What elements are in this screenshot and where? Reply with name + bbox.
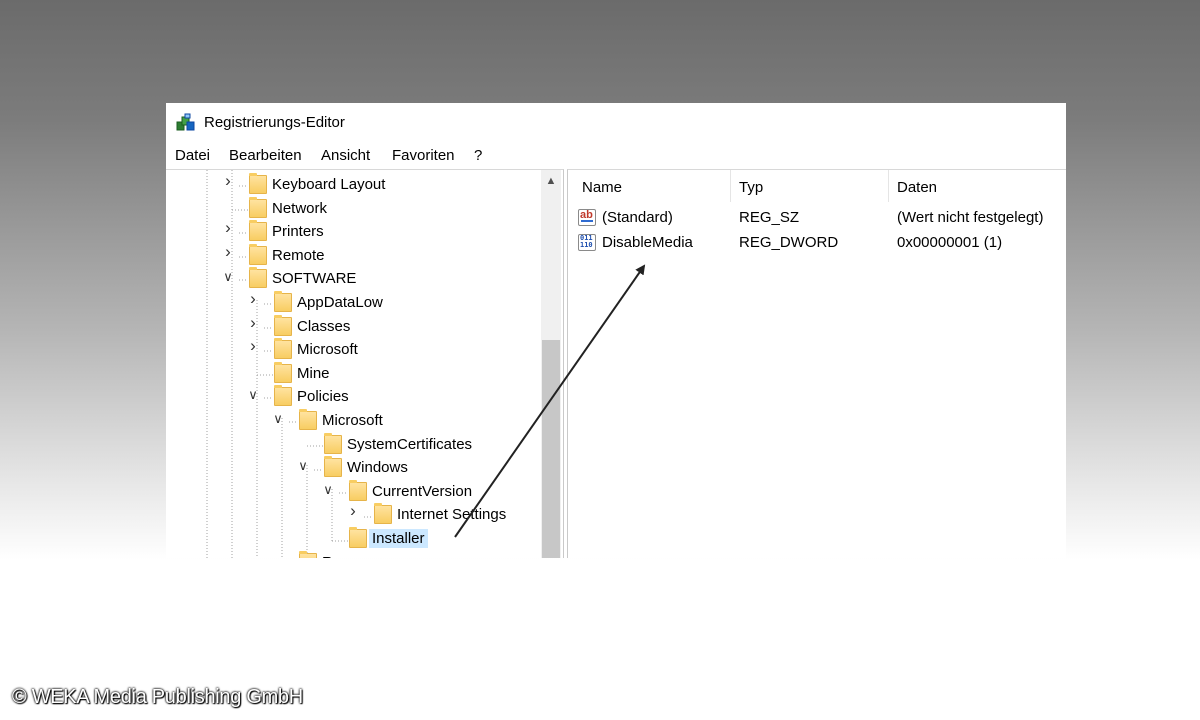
tree-node-label[interactable]: Policies (297, 388, 349, 406)
tree-node-label[interactable]: Keyboard Layout (272, 176, 386, 193)
tree-connector-lines (206, 170, 373, 558)
tree-node-label[interactable]: Internet Settings (397, 506, 507, 524)
chevron-right-icon[interactable]: › (250, 336, 256, 356)
tree-node-label[interactable]: Microsoft (322, 412, 383, 429)
tree-node[interactable]: › Remote (166, 241, 536, 267)
regedit-icon (176, 113, 195, 131)
tree-node-label[interactable]: Installer (369, 529, 428, 548)
copyright-watermark: © WEKA Media Publishing GmbH (12, 686, 303, 708)
tree-node[interactable]: Network (166, 196, 536, 220)
folder-icon (249, 196, 267, 218)
window-title: Registrierungs-Editor (204, 114, 345, 131)
chevron-right-icon[interactable]: › (350, 501, 356, 521)
chevron-down-icon[interactable]: ∨ (298, 458, 308, 474)
column-header-name[interactable]: Name (582, 179, 623, 196)
tree-node[interactable]: › Classes (166, 312, 536, 338)
tree-node-label[interactable]: AppDataLow (297, 294, 383, 311)
tree-node[interactable]: ∨ Windows (166, 456, 536, 479)
menu-datei[interactable]: Datei (175, 147, 211, 164)
value-type: REG_DWORD (739, 234, 839, 251)
folder-icon (249, 267, 267, 289)
value-data: (Wert nicht festgelegt) (897, 209, 1044, 226)
folder-icon (274, 291, 292, 312)
chevron-right-icon[interactable]: › (225, 171, 231, 190)
tree-node-label[interactable]: Remote (272, 246, 325, 264)
chevron-down-icon[interactable]: ∨ (323, 481, 333, 497)
chevron-right-icon[interactable]: › (225, 241, 231, 261)
folder-icon (249, 220, 267, 242)
folder-icon (249, 173, 267, 194)
chevron-down-icon[interactable]: ∨ (223, 269, 233, 285)
folder-icon (274, 314, 292, 336)
column-header-data[interactable]: Daten (897, 179, 938, 196)
folder-icon (374, 503, 392, 525)
value-row-standard[interactable]: ab (Standard) REG_SZ (Wert nicht festgel… (568, 207, 1066, 231)
folder-icon (299, 409, 317, 430)
folder-icon (299, 550, 317, 558)
tree-node-label[interactable]: R (319, 553, 336, 558)
value-list-pane[interactable]: Name Typ Daten ab (Standard) REG_SZ (Wer… (567, 169, 1066, 558)
value-name: DisableMedia (602, 234, 693, 251)
column-header-type[interactable]: Typ (739, 179, 764, 196)
string-value-icon: ab (578, 209, 596, 226)
folder-icon (349, 527, 367, 548)
tree-node[interactable]: ∨ Policies (166, 385, 536, 408)
tree-vertical-scrollbar[interactable]: ▲ (541, 170, 561, 558)
folder-icon (274, 385, 292, 407)
menu-bearbeiten[interactable]: Bearbeiten (229, 147, 302, 164)
chevron-right-icon[interactable]: › (250, 312, 256, 332)
tree-node-label[interactable]: Microsoft (297, 341, 358, 359)
tree-node[interactable]: › Keyboard Layout (166, 171, 536, 196)
tree-node[interactable]: › Microsoft (166, 336, 536, 361)
tree-node-label[interactable]: Windows (347, 459, 408, 477)
tree-node[interactable]: ∨ Microsoft (166, 409, 536, 432)
tree-node[interactable]: › AppDataLow (166, 289, 536, 314)
tree-node[interactable]: Mine (166, 361, 536, 385)
chevron-right-icon[interactable]: › (250, 289, 256, 308)
folder-icon (349, 479, 367, 501)
tree-node-label[interactable]: SOFTWARE (272, 270, 357, 288)
chevron-right-icon[interactable]: › (225, 218, 231, 238)
tree-node-label[interactable]: Mine (297, 364, 330, 382)
tree-node[interactable]: SystemCertificates (166, 432, 536, 456)
menu-help[interactable]: ? (474, 147, 483, 164)
scroll-thumb[interactable] (542, 340, 560, 558)
tree-node[interactable]: ∨ CurrentVersion (166, 479, 536, 503)
folder-icon (249, 243, 267, 265)
column-divider[interactable] (730, 170, 731, 202)
tree-node-label[interactable]: SystemCertificates (347, 435, 473, 453)
tree-node-label[interactable]: Printers (272, 223, 324, 241)
tree-node[interactable]: ∨ SOFTWARE (166, 267, 536, 290)
value-data: 0x00000001 (1) (897, 234, 1003, 251)
folder-icon (274, 361, 292, 383)
value-name: (Standard) (602, 209, 673, 226)
chevron-down-icon[interactable]: ∨ (248, 387, 258, 403)
folder-icon (324, 432, 342, 454)
tree-node-label[interactable]: Network (272, 199, 328, 217)
tree-node-label[interactable]: CurrentVersion (372, 482, 473, 500)
menu-favoriten[interactable]: Favoriten (392, 147, 455, 164)
menu-bar: Datei Bearbeiten Ansicht Favoriten ? (166, 143, 1066, 169)
tree-node[interactable]: › Printers (166, 218, 536, 243)
chevron-down-icon[interactable]: ∨ (273, 411, 283, 426)
tree-node[interactable]: › Internet Settings (166, 501, 536, 526)
title-bar[interactable]: Registrierungs-Editor (166, 103, 1066, 143)
tree-node[interactable]: Installer (166, 527, 536, 550)
menu-ansicht[interactable]: Ansicht (321, 147, 371, 164)
folder-icon (274, 338, 292, 360)
column-divider[interactable] (888, 170, 889, 202)
tree-node-label[interactable]: Classes (297, 317, 351, 335)
registry-editor-window: Registrierungs-Editor Datei Bearbeiten A… (166, 103, 1066, 558)
tree-node[interactable]: R (166, 550, 536, 558)
folder-icon (324, 456, 342, 478)
value-type: REG_SZ (739, 209, 800, 226)
scroll-up-arrow-icon[interactable]: ▲ (545, 175, 557, 187)
